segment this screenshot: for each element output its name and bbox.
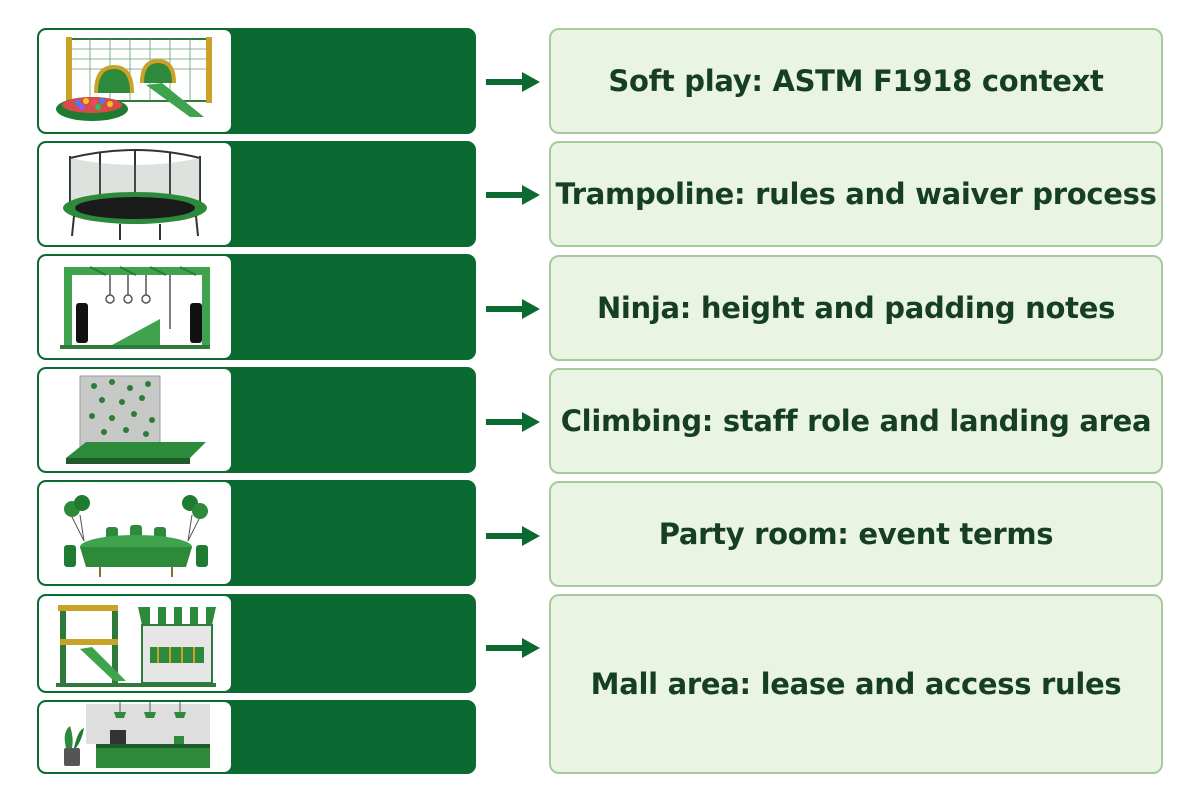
note-label: Soft play: ASTM F1918 context (608, 64, 1104, 98)
note-label: Ninja: height and padding notes (596, 291, 1116, 325)
arrow-right-icon (486, 526, 540, 546)
zone-card-trampoline (37, 141, 476, 247)
arrow-right-icon (486, 299, 540, 319)
note-box-soft-play: Soft play: ASTM F1918 context (549, 28, 1163, 134)
zone-thumb (39, 369, 231, 471)
note-box-trampoline: Trampoline: rules and waiver process (549, 141, 1163, 247)
note-box-mall-area: Mall area: lease and access rules (549, 594, 1163, 774)
ninja-course-icon (60, 266, 210, 349)
zone-card-cafe (37, 700, 476, 774)
zone-thumb (39, 702, 231, 772)
zone-thumb (39, 143, 231, 245)
soft-play-icon (56, 37, 212, 121)
zone-thumb (39, 256, 231, 358)
climbing-wall-icon (66, 375, 206, 464)
note-label: Trampoline: rules and waiver process (555, 177, 1157, 211)
arrow-right-icon (486, 72, 540, 92)
note-label: Mall area: lease and access rules (590, 667, 1122, 701)
zone-thumb (39, 30, 231, 132)
note-label: Party room: event terms (658, 517, 1054, 551)
zone-card-climbing (37, 367, 476, 473)
zone-card-ninja (37, 254, 476, 360)
zone-card-party-room (37, 480, 476, 586)
party-room-icon (64, 495, 208, 577)
arrow-right-icon (486, 185, 540, 205)
note-label: Climbing: staff role and landing area (560, 404, 1152, 438)
arrow-right-icon (486, 638, 540, 658)
trampoline-icon (63, 149, 207, 240)
zone-thumb (39, 482, 231, 584)
note-box-ninja: Ninja: height and padding notes (549, 255, 1163, 361)
zone-card-soft-play (37, 28, 476, 134)
note-box-climbing: Climbing: staff role and landing area (549, 368, 1163, 474)
zone-thumb (39, 596, 231, 691)
mall-playhouse-icon (56, 604, 216, 687)
zone-card-mall-area (37, 594, 476, 693)
cafe-counter-icon (64, 702, 210, 768)
note-box-party-room: Party room: event terms (549, 481, 1163, 587)
arrow-right-icon (486, 412, 540, 432)
